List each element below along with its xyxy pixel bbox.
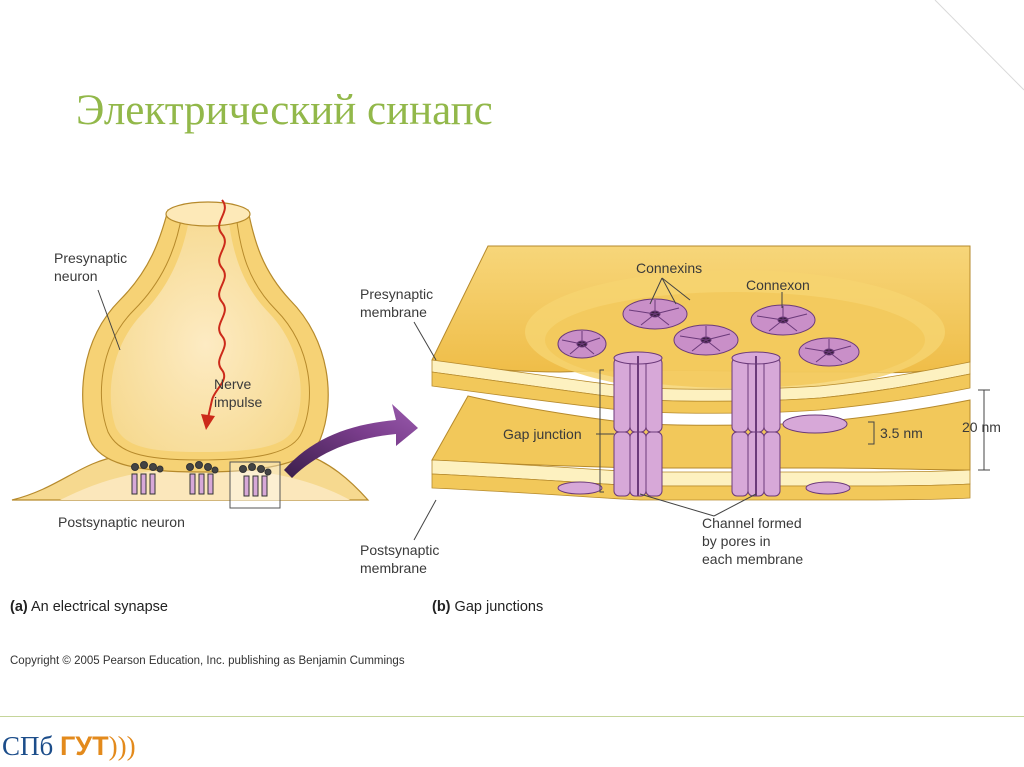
footer-brand-logo: СПб ГУТ)))	[2, 731, 136, 761]
connexon-rosettes	[557, 298, 860, 367]
zoom-arrow	[284, 404, 418, 478]
corner-decoration	[934, 0, 1024, 91]
caption-b: (b) Gap junctions	[432, 599, 543, 615]
label-connexins: Connexins	[636, 260, 702, 276]
dimension-markers	[868, 389, 990, 471]
leader-lines-b	[413, 277, 783, 541]
label-dim-small: 3.5 nm	[880, 425, 923, 441]
label-gap-junction: Gap junction	[503, 426, 582, 442]
channel-right	[731, 351, 781, 497]
synapse-figure: Presynaptic neuron Nerve impulse Postsyn…	[10, 199, 1001, 615]
footer-divider	[0, 716, 1024, 717]
label-dim-large: 20 nm	[962, 419, 1001, 435]
panel-a: Presynaptic neuron Nerve impulse Postsyn…	[11, 199, 418, 530]
lower-connexons	[557, 414, 851, 495]
label-nerve-impulse: Nerve impulse	[214, 376, 262, 410]
label-postsynaptic-membrane: Postsynaptic membrane	[360, 542, 443, 576]
panel-b: Connexins Connexon Presynaptic membrane …	[360, 245, 1001, 576]
label-postsynaptic-neuron: Postsynaptic neuron	[58, 514, 185, 530]
gap-junction-clusters	[131, 461, 281, 509]
nerve-impulse-arrow	[207, 199, 226, 419]
leader-line	[97, 289, 121, 351]
label-presynaptic-neuron: Presynaptic neuron	[54, 250, 131, 284]
copyright-notice: Copyright © 2005 Pearson Education, Inc.…	[10, 655, 405, 667]
label-presynaptic-membrane: Presynaptic membrane	[360, 286, 437, 320]
slide-title: Электрический синапс	[76, 87, 493, 134]
channel-left	[613, 351, 663, 497]
gap-junction-bracket	[599, 369, 604, 493]
label-connexon: Connexon	[746, 277, 810, 293]
label-channel: Channel formed by pores in each membrane	[702, 515, 806, 567]
caption-a: (a) An electrical synapse	[10, 599, 168, 615]
